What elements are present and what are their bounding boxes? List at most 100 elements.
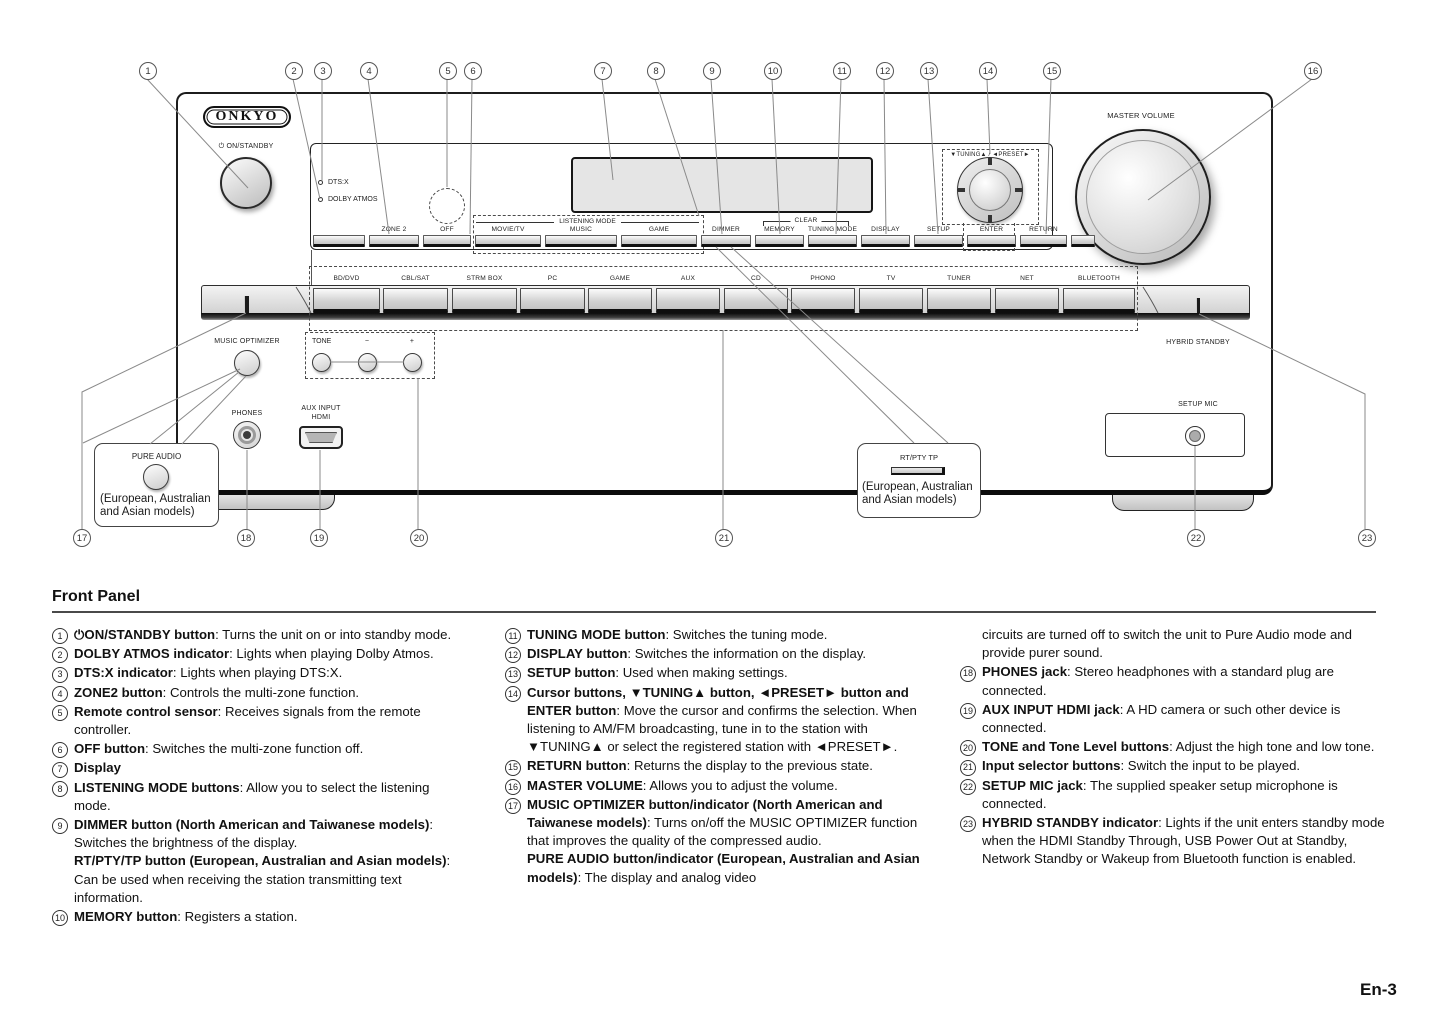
callout-8: 8 [647, 62, 665, 80]
input-button-aux [656, 288, 720, 313]
legend-item-number: 1 [52, 626, 74, 645]
legend-item-text: MASTER VOLUME: Allows you to adjust the … [527, 777, 838, 793]
legend-item-number: 20 [960, 738, 982, 757]
panel-button-label-game: GAME [648, 226, 670, 233]
rt-pty-note-line1: (European, Australian [862, 481, 973, 493]
remote-control-sensor [429, 188, 465, 224]
callout-5: 5 [439, 62, 457, 80]
aux-input-label-line1: AUX INPUT [301, 405, 341, 412]
hybrid-standby-indicator [1196, 298, 1200, 313]
legend-item-1: 1⏻ON/STANDBY button: Turns the unit on o… [52, 626, 468, 645]
callout-3: 3 [314, 62, 332, 80]
section-rule [52, 611, 1376, 613]
input-button-label-bd-dvd: BD/DVD [333, 275, 360, 282]
legend-item-text: LISTENING MODE buttons: Allow you to sel… [74, 779, 430, 813]
callout-11: 11 [833, 62, 851, 80]
legend-item-number: 14 [505, 684, 527, 757]
cursor-buttons-group [942, 149, 1039, 225]
legend-item-number: 13 [505, 664, 527, 683]
setup-mic-jack-hole [1189, 430, 1201, 442]
input-button-strm-box [452, 288, 517, 313]
panel-button-blank [1071, 235, 1095, 247]
music-optimizer-label: MUSIC OPTIMIZER [214, 338, 280, 345]
master-volume-label: MASTER VOLUME [1107, 111, 1175, 120]
dial-tick-left [958, 188, 965, 192]
rt-pty-title: RT/PTY TP [900, 453, 938, 462]
legend-item-number: 15 [505, 757, 527, 776]
callout-2: 2 [285, 62, 303, 80]
callout-14: 14 [979, 62, 997, 80]
master-volume-knob-face [1086, 140, 1200, 254]
tone-minus-button [358, 353, 377, 372]
input-button-bd-dvd [313, 288, 380, 313]
legend-item-number: 21 [960, 757, 982, 776]
panel-button-tuning-mode [808, 235, 857, 247]
panel-button-zone-2 [369, 235, 419, 247]
dolby-atmos-indicator-dot [318, 197, 323, 202]
legend-item-continuation: circuits are turned off to switch the un… [960, 626, 1388, 662]
input-button-label-aux: AUX [680, 275, 696, 282]
clear-label: CLEAR [790, 217, 822, 225]
panel-button-music [545, 235, 617, 247]
tuning-preset-dial-face [969, 169, 1011, 211]
aux-input-label-line2: HDMI [311, 414, 331, 421]
legend-item-text: SETUP MIC jack: The supplied speaker set… [982, 777, 1338, 811]
legend-item-text: DIMMER button (North American and Taiwan… [74, 817, 451, 905]
callout-22: 22 [1187, 529, 1205, 547]
callout-4: 4 [360, 62, 378, 80]
phones-label: PHONES [231, 410, 263, 417]
legend-item-number: 22 [960, 777, 982, 813]
power-button-label: ⏻ ON/STANDBY [218, 143, 274, 150]
setup-mic-label: SETUP MIC [1178, 401, 1218, 408]
legend-item-number: 11 [505, 626, 527, 645]
tone-button [312, 353, 331, 372]
input-button-label-game: GAME [609, 275, 631, 282]
panel-button-label-movie-tv: MOVIE/TV [491, 226, 525, 233]
legend-item-text: HYBRID STANDBY indicator: Lights if the … [982, 815, 1385, 867]
legend-item-number: 7 [52, 759, 74, 778]
dolby-atmos-indicator-label: DOLBY ATMOS [328, 196, 378, 203]
legend-item-text: circuits are turned off to switch the un… [982, 627, 1352, 661]
pure-audio-button [143, 464, 169, 490]
panel-button-label-return: RETURN [1029, 226, 1058, 233]
input-button-phono [791, 288, 855, 313]
callout-23: 23 [1358, 529, 1376, 547]
music-optimizer-button [234, 350, 260, 376]
input-button-label-phono: PHONO [810, 275, 836, 282]
listening-mode-caption: LISTENING MODE [476, 218, 700, 226]
callout-19: 19 [310, 529, 328, 547]
legend-item-number: 16 [505, 777, 527, 795]
legend-item-text: DISPLAY button: Switches the information… [527, 646, 867, 662]
panel-button-movie-tv [475, 235, 541, 247]
panel-button-dimmer [701, 235, 751, 247]
legend-column-3: circuits are turned off to switch the un… [960, 626, 1388, 870]
aux-hdmi-jack-slot [305, 432, 337, 443]
input-button-pc [520, 288, 585, 313]
pure-audio-note-box: PURE AUDIO (European, Australian and Asi… [94, 443, 219, 527]
pure-audio-indicator [244, 296, 249, 313]
legend-item-text: ZONE2 button: Controls the multi-zone fu… [74, 684, 360, 700]
callout-15: 15 [1043, 62, 1061, 80]
panel-button-return [1020, 235, 1067, 247]
pure-audio-note-line2: and Asian models) [100, 506, 195, 518]
dial-tick-right [1015, 188, 1022, 192]
legend-item-number [960, 626, 982, 662]
panel-button-label-memory: MEMORY [764, 226, 795, 233]
callout-12: 12 [876, 62, 894, 80]
listening-mode-group [473, 215, 704, 254]
input-button-tuner [927, 288, 991, 313]
legend-item-number: 4 [52, 684, 74, 702]
legend-item-text: SETUP button: Used when making settings. [527, 665, 788, 681]
